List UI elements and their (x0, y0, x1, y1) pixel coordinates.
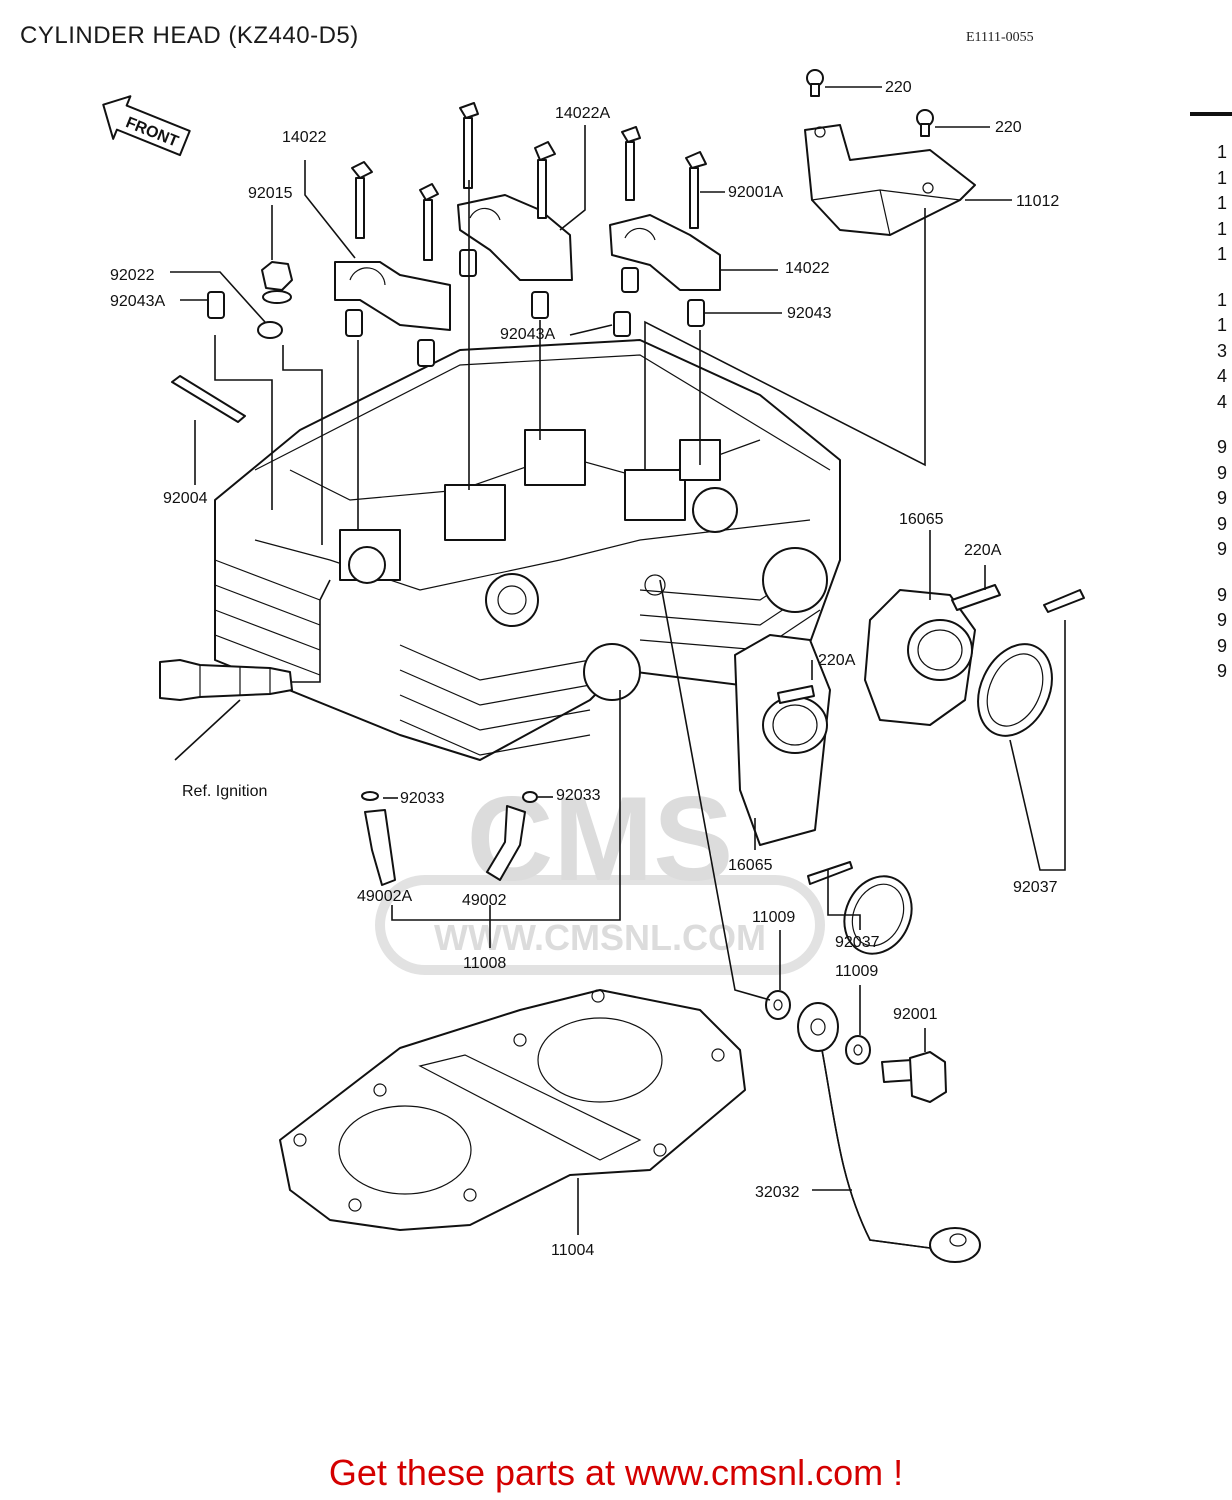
page-title: CYLINDER HEAD (KZ440-D5) (20, 22, 359, 49)
intake-holder-16065-top (864, 589, 976, 726)
side-digit: 1 (1217, 315, 1228, 335)
callout-220a-top: 220A (964, 542, 1002, 559)
side-digit: 9 (1217, 539, 1228, 559)
callout-labels: 220 220 11012 14022A 14022 14022 92001A … (110, 79, 1059, 1259)
callout-92037-right: 92037 (1013, 879, 1058, 896)
callout-14022a: 14022A (555, 105, 610, 122)
callout-92037-mid: 92037 (835, 934, 880, 951)
callout-32032: 32032 (755, 1184, 800, 1201)
side-digit: 9 (1217, 462, 1228, 483)
side-digit: 9 (1217, 610, 1228, 630)
callout-16065-bottom: 16065 (728, 857, 773, 874)
gasket-11009-upper (765, 990, 791, 1020)
clamp-92037-right (977, 589, 1085, 737)
callout-92022: 92022 (110, 267, 155, 284)
side-digit: 1 (1217, 244, 1228, 264)
gasket-11009-lower (845, 1035, 871, 1065)
screw-220a-top (951, 584, 1001, 611)
bolt-92001a-group (351, 102, 707, 261)
side-digit: 9 (1217, 488, 1228, 508)
callout-92001: 92001 (893, 1006, 938, 1023)
screw-220-b (916, 109, 934, 137)
callout-16065-top: 16065 (899, 511, 944, 528)
intake-holder-16065-bottom (734, 634, 831, 846)
callout-220a-mid: 220A (818, 652, 856, 669)
side-digit: 9 (1217, 513, 1228, 534)
callout-92043: 92043 (787, 305, 832, 322)
side-digit: 3 (1217, 340, 1228, 361)
side-digit: 4 (1217, 391, 1228, 412)
callout-92043a-left: 92043A (110, 293, 165, 310)
callout-11004: 11004 (551, 1242, 594, 1259)
callout-92015: 92015 (248, 185, 293, 202)
oil-pipe-32032 (797, 1002, 981, 1263)
callout-11008: 11008 (463, 955, 506, 972)
callout-220-b: 220 (995, 119, 1022, 136)
camshaft-holder-14022-right (609, 214, 721, 291)
callout-92033-right: 92033 (556, 787, 601, 804)
side-digit: 9 (1217, 584, 1228, 605)
screw-220-a (806, 69, 824, 97)
side-digit: 1 (1217, 142, 1228, 162)
side-digit: 1 (1217, 218, 1228, 239)
clamp-92037-mid (807, 861, 913, 955)
head-gasket-11004 (279, 989, 746, 1231)
callout-92001a: 92001A (728, 184, 783, 201)
callout-49002a: 49002A (357, 888, 412, 905)
washer-92022 (257, 321, 283, 339)
camshaft-holder-14022-left (334, 261, 451, 331)
callout-11009-lower: 11009 (835, 963, 878, 980)
side-digit: 9 (1217, 635, 1228, 656)
leader-lines (170, 86, 1066, 1235)
callout-92033-left: 92033 (400, 790, 445, 807)
breather-cover-11012 (804, 124, 976, 236)
side-digit: 1 (1217, 167, 1228, 188)
callout-92043a-mid: 92043A (500, 326, 555, 343)
drawing-code: E1111-0055 (966, 30, 1034, 45)
valve-guide-49002a (361, 791, 396, 886)
spark-plug (159, 659, 293, 701)
side-digit: 9 (1217, 661, 1228, 681)
corner-rule (1190, 112, 1232, 116)
bolt-92001 (881, 1051, 947, 1103)
front-arrow: FRONT (102, 95, 191, 157)
plug-92015 (261, 261, 293, 304)
callout-92004: 92004 (163, 490, 208, 507)
screw-220a-mid (777, 685, 815, 704)
side-digit: 1 (1217, 193, 1228, 213)
watermark-url: WWW.CMSNL.COM (434, 917, 766, 958)
footer-cta[interactable]: Get these parts at www.cmsnl.com ! (328, 1452, 904, 1493)
callout-14022-left: 14022 (282, 129, 327, 146)
callout-14022-right: 14022 (785, 260, 830, 277)
side-digit: 9 (1217, 437, 1228, 457)
dowel-pins (207, 249, 705, 367)
callout-11009-upper: 11009 (752, 909, 795, 926)
ref-ignition-label: Ref. Ignition (182, 783, 267, 800)
valve-guide-49002 (486, 791, 538, 881)
side-digit: 4 (1217, 366, 1228, 386)
side-digit: 1 (1217, 289, 1228, 310)
side-column-digits: 1 1 1 1 1 1 1 3 4 4 9 9 9 9 9 9 9 9 9 (1217, 140, 1232, 685)
stud-92004 (171, 375, 246, 423)
callout-11012: 11012 (1016, 193, 1059, 210)
callout-220-a: 220 (885, 79, 912, 96)
callout-49002: 49002 (462, 892, 507, 909)
